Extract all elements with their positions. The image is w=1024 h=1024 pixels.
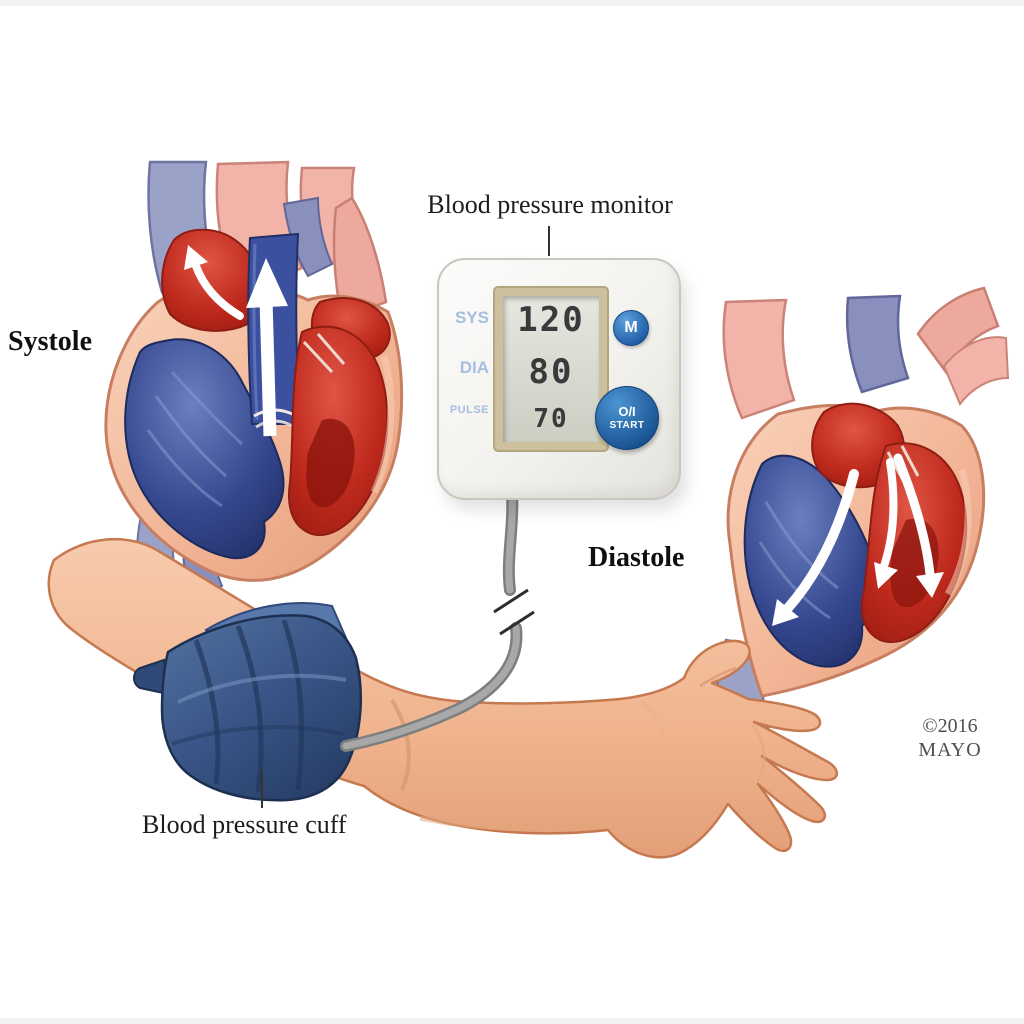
- cuff-body: [160, 614, 363, 802]
- dia-label: DIA: [459, 358, 489, 377]
- monitor-label: Blood pressure monitor: [427, 190, 673, 219]
- start-button-label-2: START: [609, 419, 645, 431]
- filling-arrow: [783, 469, 859, 613]
- diastole-label: Diastole: [588, 542, 685, 573]
- memory-button-label: M: [624, 319, 638, 336]
- vessel: [845, 294, 910, 394]
- vessel: [942, 336, 1010, 406]
- pulse-label: PULSE: [449, 404, 489, 416]
- diastole-heart-illustration: [715, 286, 1010, 736]
- copyright-year: ©2016: [922, 715, 978, 737]
- blue-chamber: [124, 338, 285, 560]
- start-button: O/I START: [595, 386, 659, 450]
- filling-arrow: [880, 458, 898, 570]
- monitor-tube: [340, 484, 535, 752]
- copyright-credit: ©2016 MAYO: [904, 714, 996, 762]
- blood-pressure-monitor: SYS DIA PULSE 120 80 70 M O/I START: [437, 258, 681, 500]
- sys-label: SYS: [454, 308, 489, 327]
- lcd-display: 120 80 70: [493, 286, 609, 452]
- vessel: [282, 196, 334, 278]
- photo-edge-bottom: [0, 1018, 1024, 1024]
- pulse-value: 70: [533, 404, 569, 434]
- photo-edge-top: [0, 0, 1024, 6]
- memory-button: M: [613, 310, 649, 346]
- systole-heart-illustration: [104, 160, 404, 600]
- systole-label: Systole: [8, 326, 92, 357]
- tube-break-marks: [493, 588, 535, 636]
- atrium-arrowhead: [184, 245, 208, 270]
- start-button-label-1: O/I: [618, 403, 636, 419]
- ejection-arrowhead: [246, 258, 288, 308]
- filling-arrowhead: [772, 599, 799, 626]
- copyright-mayo: MAYO: [918, 739, 982, 761]
- vessel: [722, 298, 796, 420]
- atrium-arrow: [192, 262, 244, 320]
- cuff-strap-end: [133, 658, 170, 696]
- sys-value: 120: [517, 300, 585, 340]
- dia-value: 80: [528, 352, 574, 392]
- blood-pressure-cuff: [133, 602, 363, 802]
- filling-arrow: [893, 453, 935, 579]
- filling-arrowhead: [874, 562, 898, 589]
- filling-arrowhead: [916, 572, 944, 598]
- ejection-arrow: [259, 299, 277, 437]
- cuff-label: Blood pressure cuff: [142, 810, 347, 839]
- lcd-screen: 120 80 70: [503, 296, 599, 442]
